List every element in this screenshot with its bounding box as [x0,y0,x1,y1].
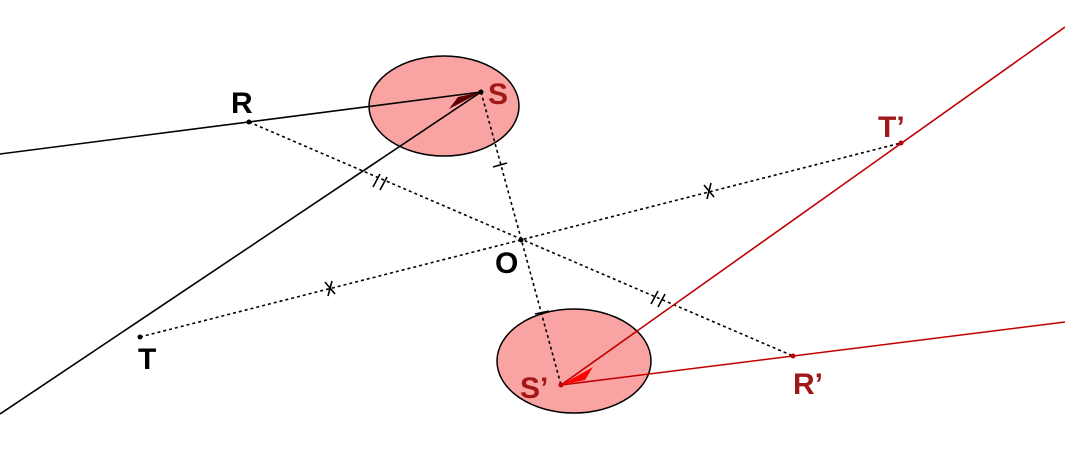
tick-mark [372,173,381,188]
label-s: S [488,78,508,111]
angle-mark-s-prime [561,367,593,385]
image-figure [560,26,1065,386]
tick-mark [327,280,333,297]
point-o [518,237,524,243]
tick-mark [492,162,508,168]
tick-marks [324,162,715,315]
disk-s-prime [496,308,652,414]
point-r-prime [790,353,796,359]
tick-mark [706,182,712,200]
point-s-prime [558,382,564,388]
ray-s-prime-r-prime [560,321,1065,386]
angle-mark-s [449,92,481,109]
label-r: R [231,87,253,120]
label-t-prime: T’ [878,111,905,144]
tick-mark [650,290,659,305]
tick-mark [379,176,388,191]
label-o: O [495,247,518,280]
ray-s-t [0,91,482,415]
label-s-prime: S’ [520,372,548,405]
point-t [137,334,143,340]
tick-mark [534,310,550,315]
point-t-prime [898,140,904,146]
ray-s-r [0,91,482,155]
points [137,89,904,388]
tick-mark [657,293,666,308]
ray-s-prime-t-prime [560,26,1065,386]
point-r [246,119,252,125]
original-figure [0,91,482,415]
label-t: T [138,343,156,376]
point-s [478,89,484,95]
label-r-prime: R’ [793,368,823,401]
